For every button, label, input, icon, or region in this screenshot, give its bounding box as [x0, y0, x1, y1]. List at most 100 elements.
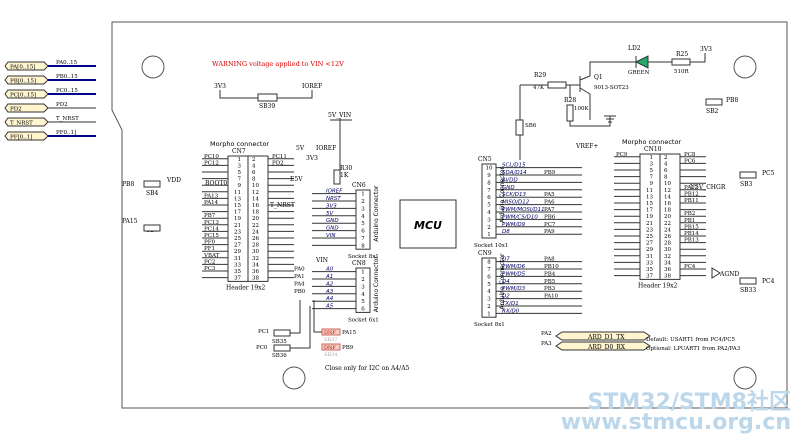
cn7-extra-label: 3V3 — [306, 155, 318, 162]
connector-footer: Header 19x2 — [226, 284, 266, 291]
net-label: PC15 — [204, 233, 219, 239]
pin-number: 35 — [646, 267, 653, 273]
mount-hole — [733, 366, 757, 390]
pin-number: 8 — [252, 177, 256, 183]
svg-text:47K: 47K — [533, 85, 545, 91]
net-label: PB15 — [684, 224, 699, 230]
net-label: PB3 — [544, 286, 556, 292]
pin-function: PWM/D5 — [502, 271, 526, 277]
connector-title: Arduino Connector — [373, 185, 380, 242]
pin-number: 23 — [646, 227, 653, 233]
cn7-extra-label: PB8 — [122, 181, 134, 188]
pin-function: A1 — [325, 274, 333, 280]
pin-number: 6 — [361, 229, 365, 235]
connector-title: Morpho connector — [622, 138, 681, 146]
port-flag — [4, 103, 49, 113]
mcu-label: MCU — [414, 219, 442, 232]
net-label: PB9 — [544, 170, 556, 176]
pin-number: 1 — [361, 270, 365, 276]
net-label: PF0 — [204, 240, 216, 246]
net-label: PA12 — [684, 185, 698, 191]
net-label: PA1 — [294, 274, 305, 280]
vin-label: 5V_VIN — [328, 112, 351, 119]
net-label: PB0 — [294, 289, 306, 295]
connector-body — [481, 257, 497, 318]
pin-function: 3V3 — [326, 203, 337, 209]
net-label: VBAT — [203, 253, 220, 259]
port-labels: PA[0..15]PA0..15PB[0..15]PB0..15PC[0..15… — [4, 60, 96, 141]
pin-number: 13 — [646, 194, 653, 200]
cn7-extra-label: T_NRST — [270, 202, 295, 209]
svg-text:GREEN: GREEN — [628, 70, 650, 76]
svg-text:R28: R28 — [564, 97, 576, 104]
pin-number: 7 — [650, 175, 654, 181]
pin-number: 3 — [238, 163, 242, 169]
svg-text:Optional: LPUART1 from PA2/PA3: Optional: LPUART1 from PA2/PA3 — [646, 346, 741, 352]
svg-text:Q1: Q1 — [594, 74, 603, 81]
pin-number: 12 — [252, 190, 259, 196]
cn7-extra-label: R30 — [340, 165, 352, 172]
connector-body — [355, 189, 371, 250]
net-label: PC9 — [616, 152, 628, 158]
net-label: PA13 — [204, 193, 219, 199]
cn10-extra-label: SB33 — [740, 287, 756, 294]
pin-number: 6 — [664, 168, 668, 174]
pin-function: RX/D0 — [502, 308, 520, 314]
watermark-title: STM32/STM8社区 — [587, 390, 791, 415]
cn7-extra-label: PA15 — [122, 218, 138, 225]
r30-body — [333, 169, 341, 185]
sb-net: PB9 — [342, 345, 354, 351]
port-flag — [4, 61, 49, 71]
connector-title: Morpho connector — [210, 140, 269, 148]
pin-number: 5 — [650, 168, 654, 174]
pin-number: 34 — [252, 262, 259, 268]
pin-number: 4 — [487, 289, 491, 295]
pin-number: 4 — [664, 161, 668, 167]
sb39: 3V3 IOREF SB39 — [214, 83, 322, 110]
pin-number: 10 — [252, 183, 259, 189]
net-label: PB14 — [684, 231, 699, 237]
pin-number: 24 — [252, 229, 259, 235]
pin-number: 2 — [487, 304, 491, 310]
pin-function: D7 — [502, 257, 510, 263]
net-label: PB4 — [544, 271, 556, 277]
pin-number: 25 — [646, 234, 653, 240]
cn10-extra-label: SB2 — [706, 108, 719, 115]
pin-number: 26 — [664, 234, 671, 240]
net-label: PB12 — [684, 191, 699, 197]
port-flag — [4, 75, 49, 85]
connector-title: Arduino Connector — [373, 256, 380, 313]
net-label: PA14 — [204, 200, 219, 206]
cn7-extra-label: 1K — [340, 172, 349, 179]
net-label: PB7 — [204, 213, 216, 219]
pin-function: A5 — [325, 304, 334, 310]
pin-number: 21 — [646, 221, 653, 227]
pin-number: 32 — [664, 254, 671, 260]
pin-number: 2 — [361, 277, 365, 283]
sb-ref: SB36 — [272, 353, 287, 359]
cn7-extra-label: SB4 — [146, 190, 159, 197]
port-name: PC[0..15] — [10, 93, 36, 99]
pin-number: 3 — [487, 297, 491, 303]
port-bus-label: PB0..15 — [56, 74, 78, 80]
pin-function: PWM/D6 — [502, 264, 526, 270]
pin-number: 3 — [650, 161, 654, 167]
pin-function: IOREF — [326, 189, 343, 195]
pin-number: 8 — [487, 260, 491, 266]
port-name: T_NRST — [10, 121, 33, 127]
pin-number: 14 — [664, 194, 671, 200]
connector-body — [355, 267, 371, 313]
connector-ref: CN6 — [352, 182, 366, 189]
pin-function: D2 — [502, 294, 510, 300]
pin-number: 2 — [664, 155, 668, 161]
pin-number: 10 — [486, 166, 493, 172]
pin-number: 22 — [664, 221, 671, 227]
pin-number: 9 — [487, 173, 491, 179]
pin-number: 33 — [646, 260, 653, 266]
pin-number: 11 — [234, 190, 241, 196]
sb-body — [273, 344, 291, 352]
pin-number: 18 — [252, 210, 259, 216]
